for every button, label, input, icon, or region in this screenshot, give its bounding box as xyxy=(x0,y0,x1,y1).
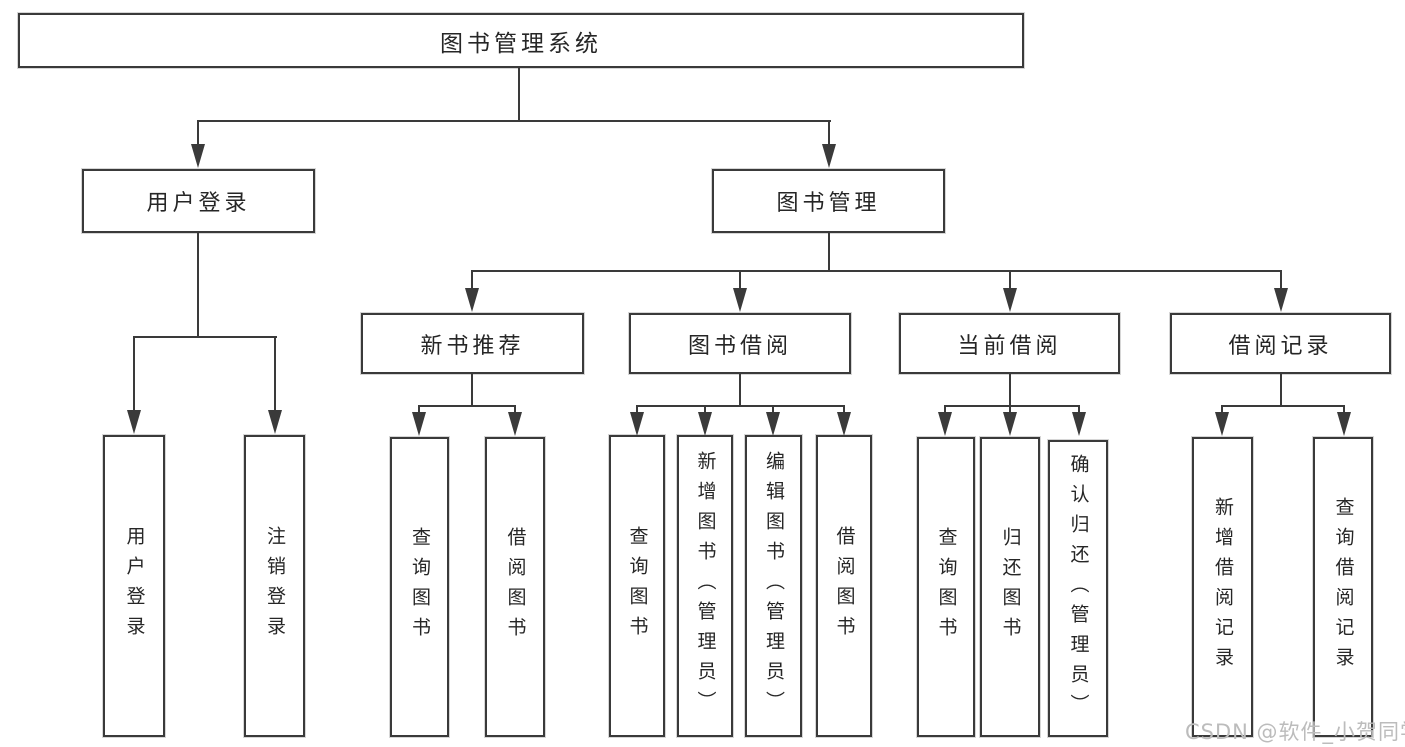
arrow-down-icon xyxy=(822,144,836,168)
node-logout-action: 注销登录 xyxy=(244,435,305,737)
node-nbr-borrow-books: 借阅图书 xyxy=(485,437,545,737)
node-bb-borrow-books: 借阅图书 xyxy=(816,435,872,737)
arrow-down-icon xyxy=(766,412,780,436)
arrow-down-icon xyxy=(1215,412,1229,436)
connector-line xyxy=(739,374,741,406)
arrow-down-icon xyxy=(1003,412,1017,436)
connector-line xyxy=(1221,405,1345,407)
connector-line xyxy=(1280,374,1282,406)
node-bb-edit-books-admin: 编辑图书（管理员） xyxy=(745,435,802,737)
node-cb-query-books: 查询图书 xyxy=(917,437,975,737)
arrow-down-icon xyxy=(412,412,426,436)
connector-line xyxy=(1280,270,1282,290)
arrow-down-icon xyxy=(1072,412,1086,436)
connector-line xyxy=(843,405,845,414)
connector-line xyxy=(518,68,520,120)
connector-line xyxy=(197,233,199,336)
node-new-book-recommend: 新书推荐 xyxy=(361,313,584,374)
arrow-down-icon xyxy=(191,144,205,168)
connector-line xyxy=(133,336,277,338)
node-bb-query-books: 查询图书 xyxy=(609,435,665,737)
connector-line xyxy=(197,120,831,122)
connector-line xyxy=(1343,405,1345,414)
node-br-add-record: 新增借阅记录 xyxy=(1192,437,1253,737)
arrow-down-icon xyxy=(1003,288,1017,312)
connector-line xyxy=(514,405,516,414)
connector-line xyxy=(828,233,830,270)
arrow-down-icon xyxy=(508,412,522,436)
connector-line xyxy=(1078,405,1080,414)
node-library-management-system: 图书管理系统 xyxy=(18,13,1024,68)
connector-line xyxy=(1221,405,1223,414)
connector-line xyxy=(944,405,946,414)
node-user-login-action: 用户登录 xyxy=(103,435,165,737)
arrow-down-icon xyxy=(630,412,644,436)
connector-line xyxy=(636,405,845,407)
node-user-login: 用户登录 xyxy=(82,169,315,233)
connector-line xyxy=(739,270,741,290)
arrow-down-icon xyxy=(1337,412,1351,436)
connector-line xyxy=(133,336,135,412)
node-borrowing-records: 借阅记录 xyxy=(1170,313,1391,374)
node-cb-confirm-return-admin: 确认归还（管理员） xyxy=(1048,440,1108,737)
connector-line xyxy=(418,405,420,414)
node-cb-return-books: 归还图书 xyxy=(980,437,1040,737)
node-book-management: 图书管理 xyxy=(712,169,945,233)
connector-line xyxy=(1009,270,1011,290)
connector-line xyxy=(418,405,516,407)
arrow-down-icon xyxy=(465,288,479,312)
node-br-query-record: 查询借阅记录 xyxy=(1313,437,1373,737)
connector-line xyxy=(471,270,1282,272)
watermark: CSDN @软件_小贺同学 xyxy=(1185,720,1405,744)
connector-line xyxy=(828,120,830,148)
connector-line xyxy=(944,405,1080,407)
arrow-down-icon xyxy=(837,412,851,436)
connector-line xyxy=(1009,374,1011,406)
arrow-down-icon xyxy=(268,410,282,434)
arrow-down-icon xyxy=(127,410,141,434)
node-book-borrowing: 图书借阅 xyxy=(629,313,851,374)
connector-line xyxy=(471,374,473,406)
arrow-down-icon xyxy=(733,288,747,312)
connector-line xyxy=(704,405,706,414)
node-bb-add-books-admin: 新增图书（管理员） xyxy=(677,435,733,737)
node-current-borrowing: 当前借阅 xyxy=(899,313,1120,374)
arrow-down-icon xyxy=(698,412,712,436)
arrow-down-icon xyxy=(1274,288,1288,312)
connector-line xyxy=(274,336,276,412)
connector-line xyxy=(471,270,473,290)
connector-line xyxy=(197,120,199,148)
connector-line xyxy=(636,405,638,414)
arrow-down-icon xyxy=(938,412,952,436)
connector-line xyxy=(1009,405,1011,414)
node-nbr-query-books: 查询图书 xyxy=(390,437,449,737)
connector-line xyxy=(772,405,774,414)
